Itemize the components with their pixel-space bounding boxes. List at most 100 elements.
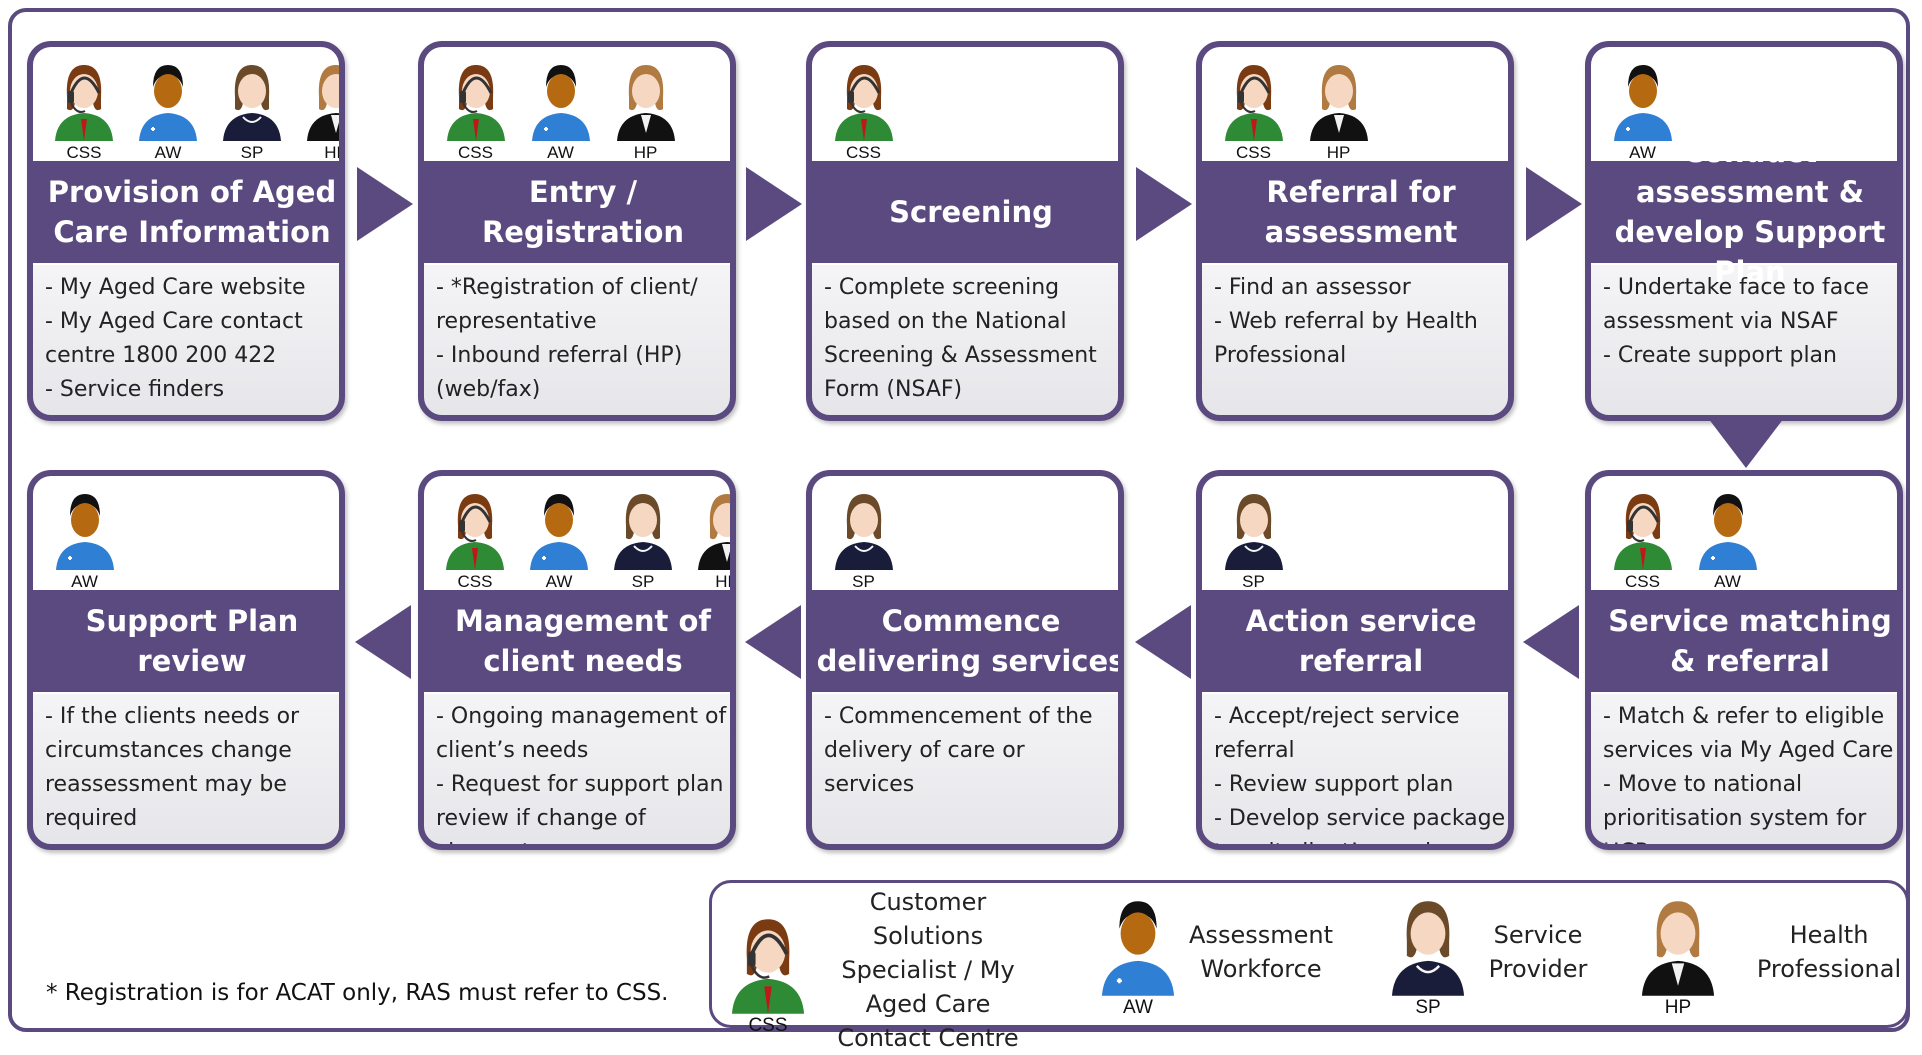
hp-person-icon: HP <box>1301 53 1376 165</box>
flow-arrow-left <box>1135 605 1191 679</box>
role-code-label: SP <box>1242 572 1265 591</box>
step-title: Action service referral <box>1202 588 1508 694</box>
role-code-label: AW <box>154 143 182 162</box>
role-icons: CSS AW SP HP <box>33 47 339 167</box>
aw-person-icon: AW <box>1605 53 1680 165</box>
step-description: - Match & refer to eligible services via… <box>1603 704 1894 844</box>
step-title: Referral for assessment <box>1202 159 1508 265</box>
role-code-label: HP <box>1326 143 1351 162</box>
role-code-label: SP <box>852 572 875 591</box>
step-description: - Accept/reject service referral - Revie… <box>1214 704 1506 844</box>
css-person-icon: CSS <box>722 903 814 1037</box>
css-person-icon: CSS <box>826 53 901 165</box>
hp-person-icon: HP <box>608 53 683 165</box>
flow-arrow-right <box>1136 167 1192 241</box>
step-description: - Ongoing management of client’s needs -… <box>436 704 727 844</box>
legend-code-label: HP <box>1664 997 1692 1018</box>
aw-person-icon: AW <box>523 53 598 165</box>
card-provision-info: CSS AW SP HPProvision of Aged Care Informat… <box>27 41 345 421</box>
role-code-label: HP <box>633 143 658 162</box>
step-title: Service matching & referral <box>1591 588 1897 694</box>
role-code-label: CSS <box>457 572 493 591</box>
flow-arrow-down <box>1708 418 1784 468</box>
flow-arrow-left <box>745 605 801 679</box>
role-code-label: SP <box>240 143 264 162</box>
legend-box: CSS Customer Solutions Specialist / My A… <box>709 880 1909 1052</box>
legend-code-label: SP <box>1415 997 1441 1018</box>
step-title: Support Plan review <box>33 588 339 694</box>
role-icons: AW <box>33 476 339 596</box>
role-code-label: HP <box>324 143 339 162</box>
step-description: - My Aged Care website - My Aged Care co… <box>45 275 306 402</box>
role-code-label: AW <box>1714 572 1741 591</box>
role-code-label: CSS <box>458 143 493 162</box>
role-code-label: CSS <box>1625 572 1660 591</box>
role-code-label: SP <box>631 572 655 591</box>
flow-arrow-right <box>746 167 802 241</box>
legend-label-sp: Service Provider <box>1488 921 1588 983</box>
role-code-label: AW <box>1629 143 1656 162</box>
aw-person-icon: AW <box>522 482 596 594</box>
aw-person-icon: AW <box>1092 885 1184 1019</box>
step-description: - If the clients needs or circumstances … <box>45 704 300 831</box>
sp-person-icon: SP <box>1382 885 1474 1019</box>
legend-code-label: AW <box>1123 997 1153 1018</box>
role-icons: CSS <box>812 47 1118 167</box>
role-code-label: HP <box>715 572 730 591</box>
role-icons: CSS AW HP <box>424 47 730 167</box>
sp-person-icon: SP <box>215 53 289 165</box>
css-person-icon: CSS <box>1605 482 1680 594</box>
legend-label-aw: Assessment Workforce <box>1189 921 1333 983</box>
step-title: Provision of Aged Care Information <box>33 159 339 265</box>
role-code-label: AW <box>71 572 98 591</box>
legend-item-aw: AW Assessment Workforce <box>1092 885 1336 1019</box>
legend-item-css: CSS Customer Solutions Specialist / My A… <box>722 885 1038 1055</box>
aw-person-icon: AW <box>47 482 122 594</box>
css-person-icon: CSS <box>1216 53 1291 165</box>
step-title: Entry / Registration <box>424 159 730 265</box>
step-title: Conduct assessment & develop Support Pla… <box>1591 135 1897 289</box>
role-icons: SP <box>1202 476 1508 596</box>
step-description: - Complete screening based on the Nation… <box>824 275 1097 402</box>
sp-person-icon: SP <box>826 482 901 594</box>
role-icons: AW <box>1591 47 1897 167</box>
role-icons: CSS HP <box>1202 47 1508 167</box>
role-code-label: CSS <box>1236 143 1271 162</box>
sp-person-icon: SP <box>1216 482 1291 594</box>
step-title: Commence delivering services <box>812 588 1118 694</box>
sp-person-icon: SP <box>606 482 680 594</box>
role-icons: CSS AW <box>1591 476 1897 596</box>
legend-code-label: CSS <box>748 1015 788 1036</box>
hp-person-icon: HP <box>1632 885 1724 1019</box>
role-code-label: AW <box>545 572 573 591</box>
footnote: * Registration is for ACAT only, RAS mus… <box>46 980 669 1006</box>
role-icons: CSS AW SP HP <box>424 476 730 596</box>
role-code-label: AW <box>547 143 574 162</box>
css-person-icon: CSS <box>438 53 513 165</box>
hp-person-icon: HP <box>690 482 730 594</box>
role-code-label: CSS <box>66 143 102 162</box>
css-person-icon: CSS <box>47 53 121 165</box>
flow-arrow-right <box>357 167 413 241</box>
step-description: - *Registration of client/ representativ… <box>436 275 698 402</box>
legend-label-css: Customer Solutions Specialist / My Aged … <box>837 888 1019 1052</box>
role-icons: SP <box>812 476 1118 596</box>
step-title: Screening <box>812 159 1118 265</box>
legend-item-hp: HP Health Professional <box>1632 885 1904 1019</box>
hp-person-icon: HP <box>299 53 339 165</box>
flow-arrow-left <box>1523 605 1579 679</box>
step-description: - Find an assessor - Web referral by Hea… <box>1214 275 1478 368</box>
role-code-label: CSS <box>846 143 881 162</box>
legend-label-hp: Health Professional <box>1756 921 1902 983</box>
aw-person-icon: AW <box>1690 482 1765 594</box>
flow-arrow-left <box>355 605 411 679</box>
css-person-icon: CSS <box>438 482 512 594</box>
step-title: Management of client needs <box>424 588 730 694</box>
